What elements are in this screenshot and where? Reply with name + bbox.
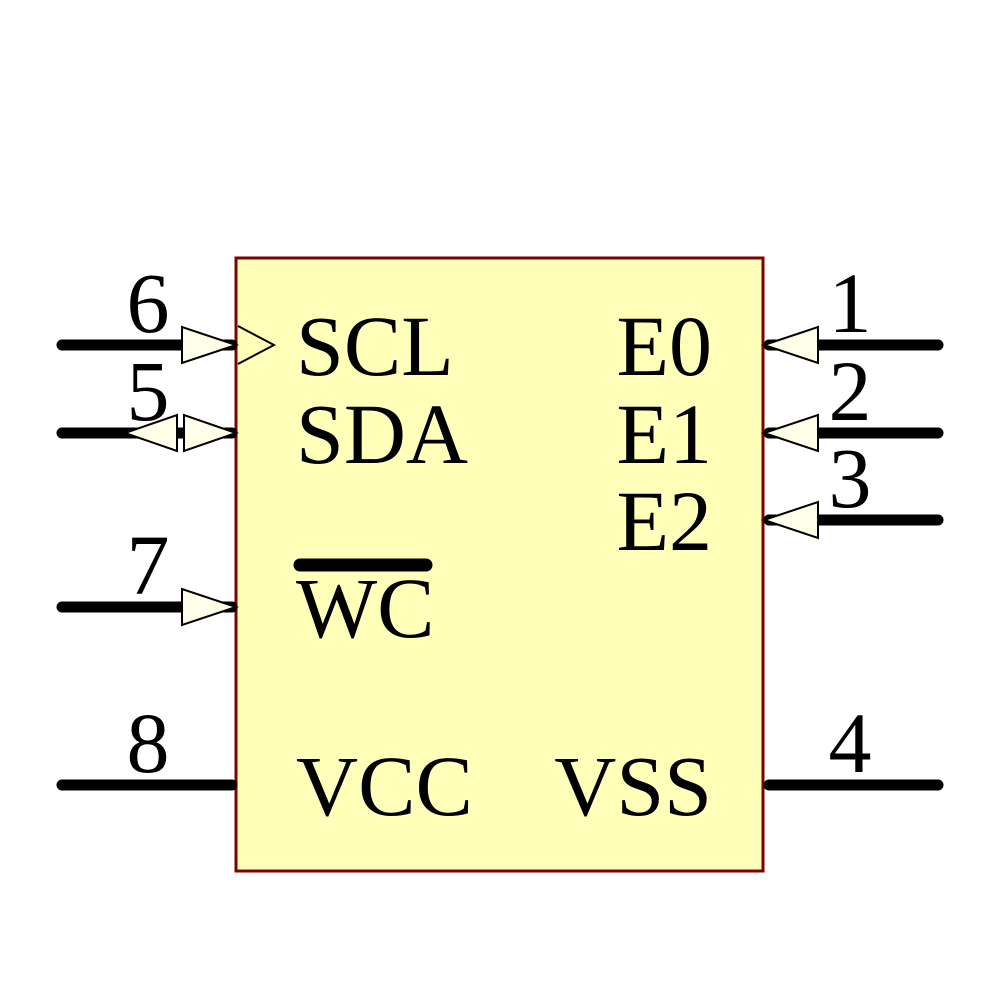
clock-indicator-icon [237, 325, 277, 365]
pin-number: 4 [829, 695, 872, 791]
pin-label: VSS [554, 738, 712, 834]
pin-label: SDA [296, 386, 468, 482]
pin-label: VCC [296, 738, 473, 834]
pin-3: 3 E2 [616, 430, 944, 569]
pin-number: 6 [127, 255, 170, 351]
pin-label: E0 [616, 298, 712, 394]
pin-label: E1 [616, 386, 712, 482]
pin-arrow-icon [183, 413, 240, 453]
pin-2: 2 E1 [616, 343, 944, 482]
pin-arrow-icon [121, 413, 178, 453]
pin-7: 7 WC [56, 517, 435, 656]
pin-arrow-icon [181, 587, 240, 627]
pin-label: E2 [616, 473, 712, 569]
pin-number: 3 [829, 430, 872, 526]
pin-arrow-icon [760, 413, 819, 453]
pin-label: WC [296, 560, 435, 656]
pin-arrow-icon [181, 325, 240, 365]
pin-5: 5 SDA [56, 343, 468, 482]
pin-number: 7 [127, 517, 170, 613]
pin-8: 8 VCC [56, 695, 473, 834]
pin-label: SCL [296, 298, 454, 394]
pin-6: 6 SCL [56, 255, 454, 394]
pin-number: 5 [127, 343, 170, 439]
pin-arrow-icon [760, 500, 819, 540]
pin-arrow-icon [760, 325, 819, 365]
pin-number: 8 [127, 695, 170, 791]
pin-4: 4 VSS [554, 695, 944, 834]
pin-1: 1 E0 [616, 255, 944, 394]
pin-number: 1 [829, 255, 872, 351]
pin-number: 2 [829, 343, 872, 439]
